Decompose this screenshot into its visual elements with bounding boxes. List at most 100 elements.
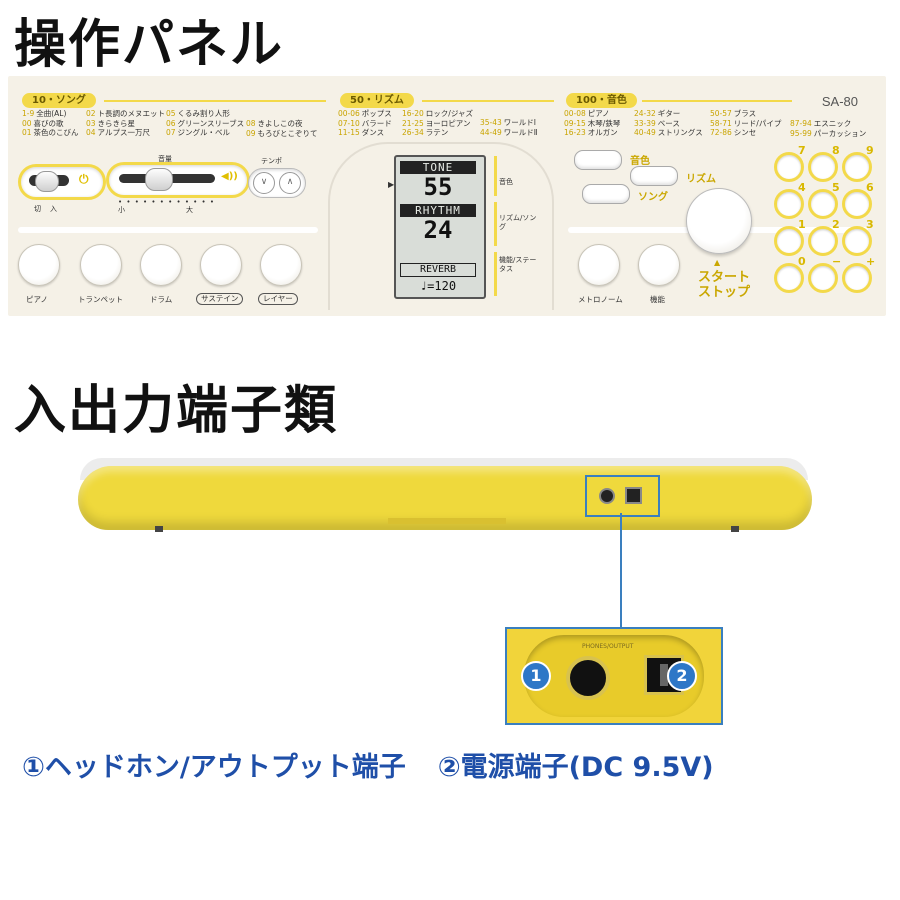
list-item-label: ロック/ジャズ (425, 109, 473, 118)
list-item-number: 03 (86, 118, 96, 128)
numpad-button[interactable] (774, 263, 804, 293)
numpad-label: 4 (798, 181, 806, 194)
numpad-button[interactable] (774, 226, 804, 256)
list-item-label: アルプス一万尺 (97, 128, 150, 137)
numpad-button[interactable] (842, 189, 872, 219)
list-item-label: 木琴/鉄琴 (587, 118, 621, 128)
divider (494, 156, 497, 196)
drum-button[interactable] (140, 244, 182, 286)
power-switch[interactable]: ⏻ (18, 164, 106, 200)
numpad-button[interactable] (842, 152, 872, 182)
numpad-button[interactable] (774, 152, 804, 182)
list-item-number: 04 (86, 128, 96, 137)
panel-heading: 操作パネル (14, 15, 285, 75)
lcd-tempo: ♩=120 (419, 279, 457, 293)
list-item-number: 33-39 (634, 118, 656, 128)
trumpet-button[interactable] (80, 244, 122, 286)
drum-label: ドラム (150, 295, 173, 304)
tone-mode-label: 音色 (630, 156, 650, 167)
list-item-label: 全曲(AL) (36, 109, 67, 118)
numpad-label: 3 (866, 218, 874, 231)
numpad-button[interactable] (808, 189, 838, 219)
model-name: SA-80 (821, 94, 858, 109)
rhythm-section-title: 50・リズム (340, 93, 414, 108)
list-item-label: パーカッション (813, 128, 867, 138)
metronome-button[interactable] (578, 244, 620, 286)
jacks-heading: 入出力端子類 (14, 381, 339, 441)
song-section-title: 10・ソング (22, 93, 96, 108)
list-item-label: バラード (361, 118, 392, 128)
list-item-number: 09-15 (564, 118, 586, 128)
tone-mode-button[interactable] (574, 150, 622, 170)
list-item-number: 00 (22, 118, 32, 128)
list-item-label: シンセ (733, 128, 757, 137)
divider (494, 202, 497, 246)
lcd-side-function-status: 機能/ステータス (499, 256, 537, 273)
volume-slider[interactable]: ◀)) (106, 162, 250, 198)
metronome-label: メトロノーム (578, 295, 623, 304)
lcd-side-tone: 音色 (499, 178, 513, 186)
start-arrow-icon: ▲ (714, 258, 721, 267)
numpad-button[interactable] (842, 226, 872, 256)
power-knob[interactable] (35, 171, 59, 192)
list-item-number: 87-94 (790, 119, 812, 128)
lcd-rhythm-number: 24 (423, 216, 453, 244)
numpad-button[interactable] (842, 263, 872, 293)
song-mode-button[interactable] (582, 184, 630, 204)
numpad-button[interactable] (808, 152, 838, 182)
list-item-label: ポップス (361, 109, 392, 118)
keyboard-bottom-panel (388, 518, 506, 524)
list-item-number: 09 (246, 128, 256, 138)
list-item-number: 16-20 (402, 109, 424, 118)
lcd-reverb: REVERB (400, 263, 476, 277)
list-item-number: 05 (166, 109, 176, 118)
numpad-button[interactable] (808, 226, 838, 256)
rhythm-mode-button[interactable] (630, 166, 678, 186)
list-item-label: ト長調のメヌエット (97, 109, 166, 118)
list-item-number: 24-32 (634, 109, 656, 118)
jack-highlight-box (585, 475, 660, 517)
piano-label: ピアノ (26, 295, 48, 304)
numpad-label: − (832, 255, 842, 268)
list-item-label: もろびとこぞりて (257, 128, 318, 138)
function-button[interactable] (638, 244, 680, 286)
list-item-label: ワールドⅡ (503, 127, 538, 137)
list-item-number: 40-49 (634, 128, 656, 137)
list-item-number: 06 (166, 118, 176, 128)
list-item-label: きよしこの夜 (257, 119, 303, 128)
layer-button[interactable] (260, 244, 302, 286)
tempo-down-button[interactable]: ∨ (253, 172, 275, 194)
sustain-button[interactable] (200, 244, 242, 286)
divider (422, 100, 554, 102)
divider (104, 100, 326, 102)
tempo-up-button[interactable]: ∧ (279, 172, 301, 194)
numpad-label: + (866, 255, 876, 268)
numpad-button[interactable] (774, 189, 804, 219)
power-jack-icon (625, 487, 642, 504)
volume-knob[interactable] (145, 168, 173, 191)
piano-button[interactable] (18, 244, 60, 286)
list-item-number: 11-15 (338, 128, 360, 137)
list-item-number: 02 (86, 109, 96, 118)
speaker-icon: ◀)) (221, 171, 238, 182)
list-item-label: ラテン (425, 128, 449, 137)
callout-line (620, 513, 622, 628)
start-stop-button[interactable] (686, 188, 752, 254)
badge-2: 2 (667, 661, 697, 691)
list-item-number: 26-34 (402, 128, 424, 137)
divider (18, 227, 318, 233)
start-stop-label: スタートストップ (698, 270, 751, 300)
caption-power: ②電源端子(DC 9.5V) (437, 752, 714, 783)
numpad-button[interactable] (808, 263, 838, 293)
